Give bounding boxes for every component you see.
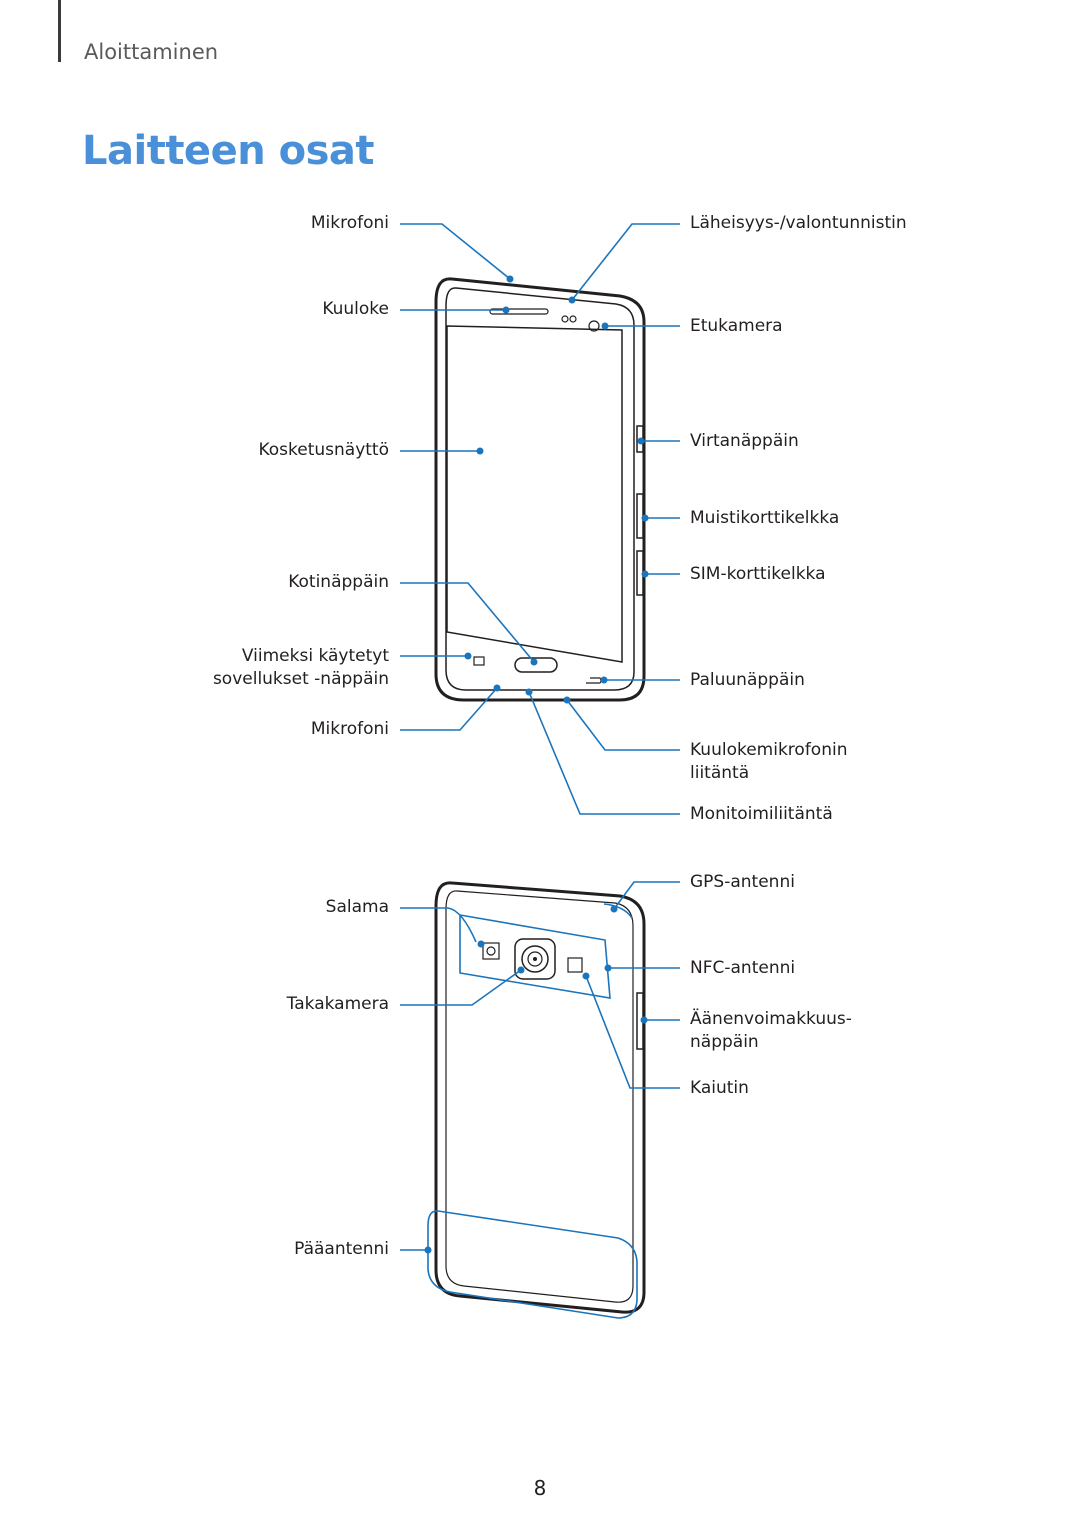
label-viimeksi-line1: Viimeksi käytetyt bbox=[241, 646, 389, 666]
back-callouts bbox=[400, 881, 680, 1251]
label-kuuloke: Kuuloke bbox=[322, 299, 389, 319]
label-mikrofoni-top: Mikrofoni bbox=[310, 213, 389, 233]
label-muistikortti: Muistikorttikelkka bbox=[690, 508, 840, 528]
label-paluunappain: Paluunäppäin bbox=[690, 670, 805, 690]
label-kuulokemikrofoni-line2: liitäntä bbox=[690, 763, 750, 783]
label-kosketusnaytto: Kosketusnäyttö bbox=[258, 440, 389, 460]
back-device bbox=[434, 881, 646, 1314]
label-aanenvoimakkuus-line2: näppäin bbox=[690, 1032, 759, 1052]
label-paaantenni: Pääantenni bbox=[294, 1239, 389, 1259]
back-antenna-areas bbox=[427, 903, 638, 1319]
label-monitoimi: Monitoimiliitäntä bbox=[690, 804, 833, 824]
page-title: Laitteen osat bbox=[82, 128, 375, 174]
label-etukamera: Etukamera bbox=[690, 316, 783, 336]
label-takakamera: Takakamera bbox=[286, 994, 389, 1014]
label-salama: Salama bbox=[325, 897, 389, 917]
label-gps: GPS-antenni bbox=[690, 872, 795, 892]
label-kaiutin: Kaiutin bbox=[690, 1078, 749, 1098]
front-device bbox=[434, 277, 646, 702]
page-number: 8 bbox=[533, 1476, 547, 1500]
label-kuulokemikrofoni-line1: Kuulokemikrofonin bbox=[690, 740, 848, 760]
label-virtanappain: Virtanäppäin bbox=[690, 431, 799, 451]
label-sim: SIM-korttikelkka bbox=[690, 564, 826, 584]
label-kotinappain: Kotinäppäin bbox=[288, 572, 389, 592]
label-nfc: NFC-antenni bbox=[690, 958, 796, 978]
front-callouts bbox=[400, 223, 680, 815]
label-laheisyys: Läheisyys-/valontunnistin bbox=[690, 213, 907, 233]
label-aanenvoimakkuus-line1: Äänenvoimakkuus- bbox=[690, 1009, 852, 1029]
back-callout-dots bbox=[424, 905, 648, 1254]
section-heading: Aloittaminen bbox=[84, 40, 219, 64]
label-mikrofoni-bottom: Mikrofoni bbox=[310, 719, 389, 739]
header-rule bbox=[58, 0, 61, 62]
label-viimeksi-line2: sovellukset -näppäin bbox=[212, 669, 389, 689]
front-callout-dots bbox=[464, 275, 649, 704]
